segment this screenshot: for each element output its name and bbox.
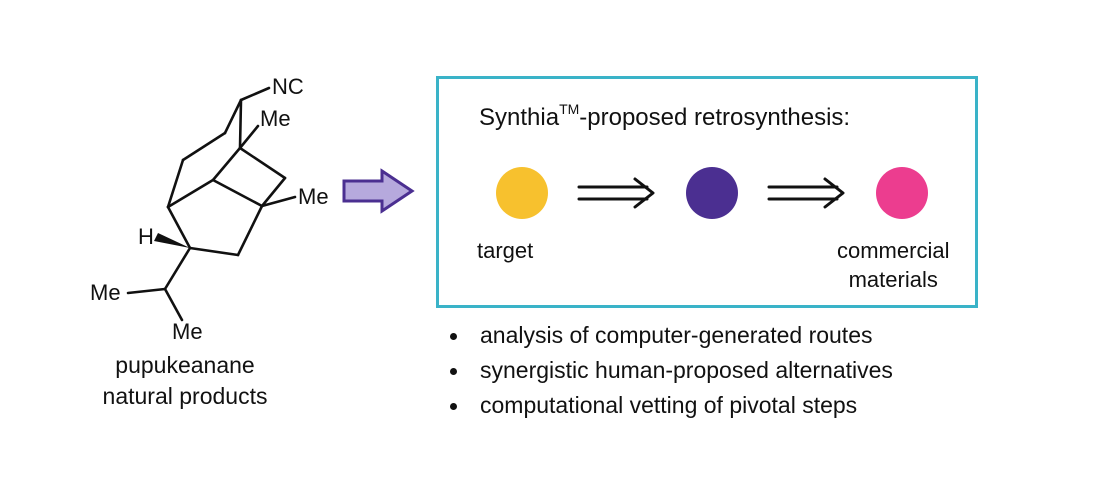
- bond: [239, 86, 271, 102]
- target-label: target: [477, 237, 533, 266]
- intermediate-dot: [686, 167, 738, 219]
- wedge-bond: [154, 233, 190, 248]
- trademark-sup: TM: [559, 101, 580, 117]
- bond: [260, 176, 287, 208]
- bullet-list: analysis of computer-generated routes sy…: [450, 318, 893, 423]
- hydrogen-label: H: [138, 224, 154, 249]
- bond: [260, 195, 297, 208]
- bond: [238, 146, 287, 180]
- bond: [238, 124, 260, 150]
- isocyano-label: NC: [272, 74, 304, 99]
- commercial-materials-label: commercial materials: [837, 237, 949, 294]
- bullet-text: analysis of computer-generated routes: [480, 322, 873, 348]
- bullet-dot: [450, 368, 457, 375]
- caption-line: pupukeanane: [115, 352, 255, 378]
- bullet-text: computational vetting of pivotal steps: [480, 392, 858, 418]
- retrosynthesis-box: SynthiaTM-proposed retrosynthesis: targe…: [436, 76, 978, 308]
- bond: [211, 146, 242, 182]
- bond: [163, 246, 192, 291]
- bond: [236, 204, 264, 257]
- pupukeanane-structure: [126, 86, 297, 322]
- target-dot: [496, 167, 548, 219]
- bond: [126, 287, 167, 295]
- bullet-item: analysis of computer-generated routes: [450, 318, 893, 353]
- bond: [238, 98, 243, 150]
- bond: [166, 158, 185, 209]
- bullet-item: synergistic human-proposed alternatives: [450, 353, 893, 388]
- label-line: commercial: [837, 238, 950, 263]
- bond: [188, 246, 240, 257]
- commercial-materials-dot: [876, 167, 928, 219]
- bond: [181, 131, 227, 162]
- bond: [211, 178, 264, 208]
- caption-line: natural products: [102, 383, 268, 410]
- methyl-label-bottom: Me: [172, 319, 203, 344]
- title-prefix: Synthia: [479, 104, 560, 131]
- bullet-item: computational vetting of pivotal steps: [450, 388, 893, 423]
- box-title: SynthiaTM-proposed retrosynthesis:: [479, 101, 851, 132]
- bond: [163, 287, 184, 322]
- methyl-label-left: Me: [90, 280, 121, 305]
- bullet-text: synergistic human-proposed alternatives: [480, 357, 893, 383]
- title-suffix: -proposed retrosynthesis:: [579, 104, 851, 131]
- methyl-label-right: Me: [298, 184, 329, 209]
- bullet-dot: [450, 333, 457, 340]
- molecule-caption: pupukeanane natural products: [90, 350, 280, 412]
- bullet-dot: [450, 403, 457, 410]
- label-line: target: [477, 238, 534, 263]
- methyl-label-top: Me: [260, 106, 291, 131]
- bond: [166, 205, 192, 250]
- block-arrow-icon: [342, 168, 415, 214]
- bond: [223, 98, 243, 135]
- retro-arrow-icon: [577, 177, 655, 209]
- retro-arrow-icon: [767, 177, 845, 209]
- label-line: materials: [848, 266, 938, 292]
- bond: [166, 178, 215, 209]
